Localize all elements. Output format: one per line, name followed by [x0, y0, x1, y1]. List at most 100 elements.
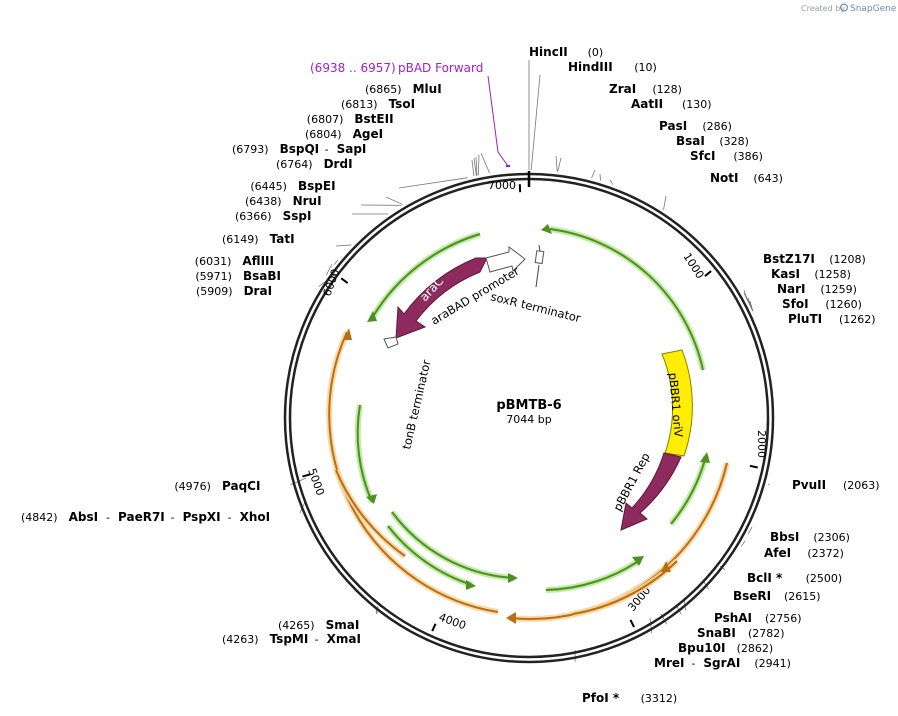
- primer-pbad-forward[interactable]: (6938 .. 6957) pBAD Forward: [310, 61, 510, 167]
- restriction-site[interactable]: KasI (1258): [771, 267, 851, 281]
- site-name: TsoI: [389, 97, 415, 111]
- orf-arc-bottom-green-2: [387, 525, 473, 586]
- site-leader: [477, 154, 480, 176]
- restriction-site[interactable]: HincII(0): [529, 45, 603, 59]
- restriction-site[interactable]: SnaBI(2782): [697, 626, 785, 640]
- orf-arrowhead: [343, 328, 352, 340]
- restriction-site[interactable]: (6031)AflIII: [195, 254, 274, 268]
- site-name: KasI: [771, 267, 800, 281]
- feature-tonB-terminator[interactable]: tonB terminator: [383, 336, 434, 451]
- site-position: (286): [702, 120, 732, 133]
- site-position: (1258): [814, 268, 851, 281]
- site-position: (2063): [843, 479, 880, 492]
- site-leader: [385, 196, 403, 205]
- restriction-site[interactable]: (6438)NruI: [245, 194, 322, 208]
- site-name: XhoI: [240, 510, 271, 524]
- oriV-box: [661, 349, 693, 457]
- restriction-site[interactable]: HindIII(10): [568, 60, 657, 74]
- restriction-site[interactable]: (5971)BsaBI: [195, 269, 281, 283]
- restriction-site[interactable]: BseRI(2615): [733, 589, 821, 603]
- orf-arc-glow: [354, 404, 375, 504]
- site-name: PluTI: [788, 312, 822, 326]
- site-name: AbsI: [69, 510, 98, 524]
- orf-arrowhead: [367, 311, 377, 322]
- restriction-site[interactable]: NarI(1259): [777, 282, 857, 296]
- site-name: MluI: [413, 82, 442, 96]
- restriction-site[interactable]: SfcI(386): [690, 149, 763, 163]
- site-position: (3312): [641, 692, 678, 705]
- site-leader: [557, 157, 562, 172]
- orf-arc-bottom-green-3: [545, 559, 641, 591]
- site-separator: -: [106, 511, 110, 524]
- orf-arrowhead: [366, 494, 377, 504]
- orf-arc-left-orange: [328, 331, 499, 613]
- restriction-site[interactable]: AatII(130): [631, 97, 712, 111]
- restriction-site[interactable]: PshAI(2756): [714, 611, 802, 625]
- restriction-site[interactable]: (4976)PaqCI: [174, 479, 260, 493]
- restriction-site[interactable]: (4263)TspMI-XmaI: [222, 632, 361, 646]
- restriction-site[interactable]: AfeI(2372): [764, 546, 844, 560]
- restriction-site[interactable]: SfoI(1260): [782, 297, 862, 311]
- restriction-site[interactable]: Bpu10I(2862): [678, 641, 773, 655]
- site-position: (2615): [784, 590, 821, 603]
- restriction-site[interactable]: PluTI(1262): [788, 312, 876, 326]
- restriction-site[interactable]: PfoI *(3312): [582, 691, 677, 705]
- site-name: NruI: [293, 194, 322, 208]
- restriction-site[interactable]: (6807)BstEII: [307, 112, 394, 126]
- restriction-site[interactable]: (6804)AgeI: [305, 127, 383, 141]
- feature-pBBR1-oriV[interactable]: pBBR1 oriV: [661, 349, 693, 457]
- site-name: PasI: [659, 119, 687, 133]
- orf-arc-bottom-green-1: [391, 511, 515, 579]
- restriction-site[interactable]: (5909)DraI: [196, 284, 272, 298]
- site-position: (1208): [829, 253, 866, 266]
- site-position: (328): [719, 135, 749, 148]
- site-name: BbsI: [770, 530, 799, 544]
- restriction-site[interactable]: PvuII(2063): [792, 478, 880, 492]
- restriction-site[interactable]: (6149)TatI: [222, 232, 295, 246]
- rep-arrow: [620, 452, 682, 531]
- restriction-site[interactable]: (4842)AbsI-PaeR7I-PspXI-XhoI: [21, 510, 270, 524]
- site-name: TatI: [270, 232, 295, 246]
- site-name: BspEI: [298, 179, 336, 193]
- site-name: BspQI: [280, 142, 320, 156]
- restriction-site[interactable]: (6366)SspI: [235, 209, 311, 223]
- site-leader: [333, 259, 339, 265]
- restriction-site[interactable]: BsaI(328): [676, 134, 749, 148]
- site-leader: [740, 540, 746, 547]
- soxR-terminator-label: soxR terminator: [489, 289, 582, 325]
- restriction-site[interactable]: (6445)BspEI: [250, 179, 335, 193]
- restriction-site[interactable]: (6865)MluI: [365, 82, 442, 96]
- site-name: NotI: [710, 171, 739, 185]
- restriction-site[interactable]: (6813)TsoI: [341, 97, 415, 111]
- site-position: (0): [588, 46, 604, 59]
- site-name: BclI *: [747, 571, 783, 585]
- restriction-site[interactable]: PasI (286): [659, 119, 732, 133]
- restriction-site[interactable]: (4265)SmaI: [278, 618, 359, 632]
- restriction-site[interactable]: BclI *(2500): [747, 571, 842, 585]
- tick-label: 2000: [755, 430, 768, 458]
- restriction-site[interactable]: (6793)BspQI-SapI: [232, 142, 366, 156]
- site-leader: [609, 179, 614, 185]
- site-leader: [473, 157, 477, 176]
- feature-pBBR1-Rep[interactable]: pBBR1 Rep: [610, 450, 682, 531]
- tick-mark: [431, 623, 437, 632]
- orf-arrowhead: [466, 580, 476, 590]
- restriction-site[interactable]: (6764)DrdI: [276, 157, 353, 171]
- restriction-site[interactable]: BbsI (2306): [770, 530, 850, 544]
- site-leader: [530, 74, 541, 171]
- site-position: (2306): [813, 531, 850, 544]
- restriction-site[interactable]: MreI-SgrAI(2941): [654, 656, 791, 670]
- site-position: (1259): [820, 283, 857, 296]
- promoter-arrow: [485, 246, 526, 273]
- restriction-site[interactable]: NotI(643): [710, 171, 783, 185]
- soxR-box: [534, 250, 545, 265]
- site-separator: -: [228, 511, 232, 524]
- site-position: (5971): [195, 270, 232, 283]
- tick-label: 4000: [437, 611, 468, 633]
- restriction-site[interactable]: BstZ17I(1208): [763, 252, 866, 266]
- site-leader: [398, 177, 468, 189]
- primer-name: pBAD Forward: [398, 61, 483, 75]
- restriction-site[interactable]: ZraI(128): [609, 82, 682, 96]
- site-position: (2372): [807, 547, 844, 560]
- site-name: XmaI: [327, 632, 361, 646]
